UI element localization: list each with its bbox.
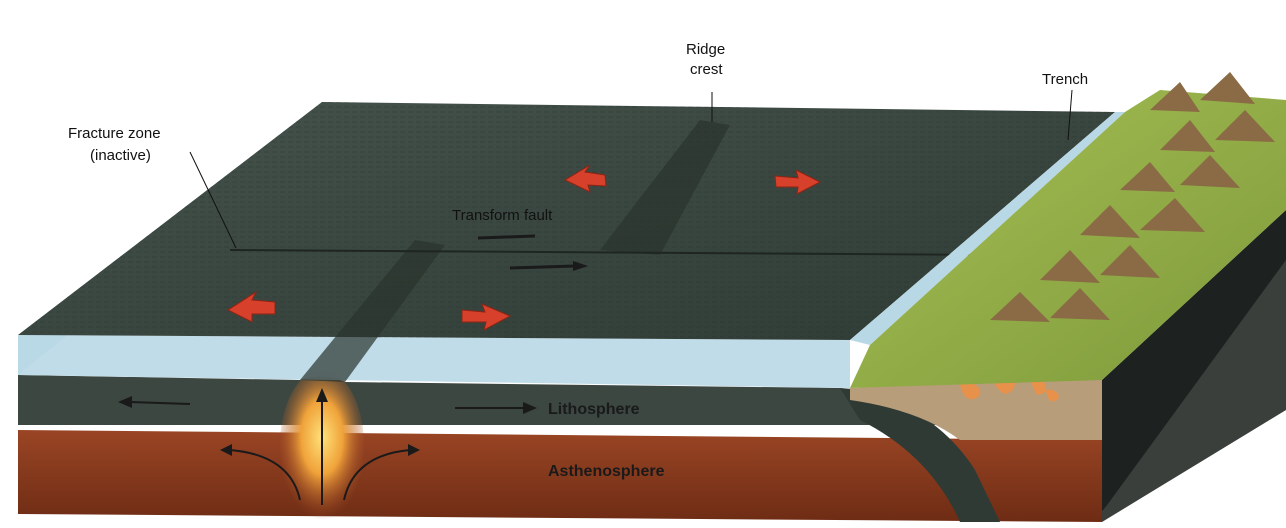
ridge-crest-label-2: crest (690, 61, 723, 78)
trench-label: Trench (1042, 71, 1088, 88)
transform-fault-label: Transform fault (452, 207, 553, 224)
fracture-zone-label-2: (inactive) (90, 147, 151, 164)
asthenosphere-label: Asthenosphere (548, 463, 665, 480)
transform-arrow-right (510, 266, 575, 268)
ridge-crest-label-1: Ridge (686, 41, 725, 58)
lithosphere-label: Lithosphere (548, 401, 640, 418)
fracture-zone-label-1: Fracture zone (68, 125, 161, 142)
transform-arrow-left (478, 236, 535, 238)
